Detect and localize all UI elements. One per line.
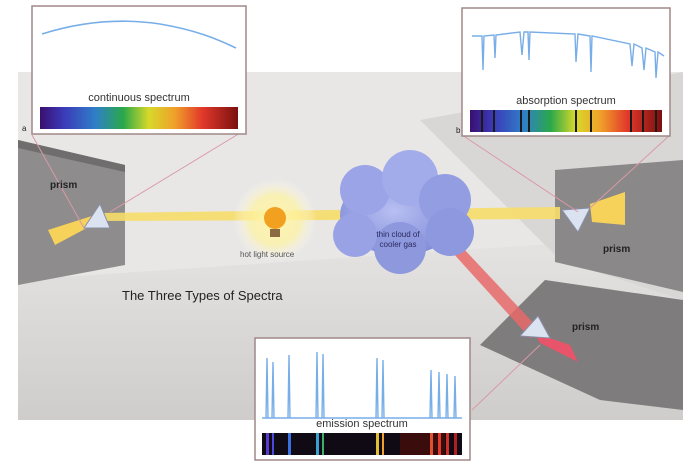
emission-lines	[266, 433, 457, 455]
absorption-lines	[481, 110, 657, 132]
gas-cloud-icon	[333, 150, 474, 274]
leader-lines	[31, 129, 671, 411]
emission-fan	[535, 333, 578, 362]
diagram-title: The Three Types of Spectra	[122, 288, 283, 303]
prism-left-label: prism	[50, 180, 78, 191]
continuous-spectrum-bar	[40, 107, 238, 129]
light-source-icon	[233, 178, 317, 262]
prism-right-shape	[561, 207, 591, 233]
absorption-panel	[461, 7, 671, 137]
continuous-panel	[31, 5, 247, 135]
emission-spectrum-title: emission spectrum	[316, 418, 408, 430]
light-source-label: hot light source	[240, 250, 295, 259]
right-screen	[555, 160, 683, 292]
bottom-right-screen	[480, 280, 683, 410]
prism-right-label: prism	[603, 244, 631, 255]
absorption-curve	[472, 31, 665, 79]
continuous-spectrum-title: continuous spectrum	[88, 92, 190, 104]
emission-peaks	[262, 351, 462, 419]
prism-bottom-shape	[518, 315, 551, 339]
prism-left-shape	[83, 202, 111, 229]
left-screen	[18, 140, 125, 285]
continuous-curve	[41, 20, 237, 49]
marker-a-label: a	[22, 124, 27, 133]
absorption-spectrum-title: absorption spectrum	[516, 95, 616, 107]
emission-panel	[254, 337, 471, 461]
marker-b-label: b	[456, 126, 461, 135]
emission-beam	[452, 247, 540, 338]
absorption-spectrum-bar	[470, 110, 662, 132]
gas-cloud-label: thin cloud of cooler gas	[376, 230, 420, 249]
prism-bottom-label: prism	[572, 322, 600, 333]
